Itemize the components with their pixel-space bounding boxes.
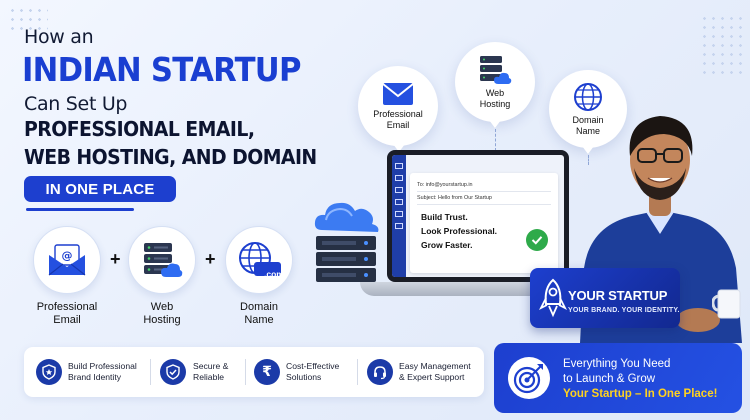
email-compose-card: To: info@yourstartup.in Subject: Hello f… [410, 173, 558, 273]
connector-domain [588, 155, 589, 165]
check-circle-icon [526, 229, 548, 251]
bubble-hosting: Web Hosting [455, 42, 535, 122]
cta-line2: to Launch & Grow [563, 373, 656, 385]
globe-icon [574, 82, 602, 111]
email-divider-2 [417, 204, 551, 205]
email-envelope-icon: @ [48, 244, 86, 276]
feature-support-icon-wrap [367, 359, 393, 385]
cta-line1: Everything You Need [563, 358, 671, 370]
badge-subtitle: YOUR BRAND. YOUR IDENTITY. [568, 307, 680, 314]
pill-underline [26, 208, 134, 211]
headline-line5: WEB HOSTING, AND DOMAIN [24, 145, 317, 169]
headline-line2: INDIAN STARTUP [22, 50, 301, 89]
dot-pattern-top-right [700, 14, 744, 74]
globe-domain-icon [239, 242, 281, 276]
connector-hosting [495, 129, 496, 151]
service-email-circle: @ [33, 226, 101, 294]
rupee-icon: ₹ [262, 364, 272, 380]
sidebar-trash-icon[interactable] [395, 211, 403, 217]
service-hosting-label: Web Hosting [143, 301, 181, 326]
svg-text:@: @ [62, 249, 73, 262]
coffee-mug [711, 286, 742, 320]
shield-check-icon [166, 364, 180, 380]
bubble-hosting-label: Web Hosting [479, 87, 511, 109]
headline-line4: PROFESSIONAL EMAIL, [24, 117, 255, 141]
feature-separator-1 [150, 359, 151, 385]
headline-line3: Can Set Up [24, 93, 128, 115]
email-divider [417, 191, 551, 192]
mug-icon [711, 289, 741, 319]
sidebar-inbox-icon[interactable] [395, 163, 403, 169]
dot-pattern-top-left [8, 6, 48, 34]
headline-line1: How an [24, 26, 94, 48]
email-line1: Build Trust. [421, 212, 468, 222]
bubble-domain: Domain Name [549, 70, 627, 148]
cta-box: Everything You Need to Launch & Grow You… [494, 343, 742, 413]
target-arrow-icon [513, 364, 543, 394]
service-domain-circle: .com [225, 226, 293, 294]
bubble-domain-label: Domain Name [572, 114, 604, 136]
feature-secure-icon-wrap [160, 359, 186, 385]
feature-secure-text: Secure & Reliable [193, 361, 229, 382]
feature-support-text: Easy Management & Expert Support [399, 361, 471, 382]
server-cloud-icon [480, 55, 512, 84]
bubble-email-tail [393, 144, 405, 152]
service-email-label: Professional Email [36, 301, 98, 326]
server-stack-illustration [312, 190, 384, 290]
cta-target-circle [508, 357, 550, 399]
sidebar-star-icon[interactable] [395, 199, 403, 205]
service-hosting-circle [128, 226, 196, 294]
headset-icon [374, 366, 386, 380]
domain-com-label: .com [264, 269, 284, 279]
feature-cost-text: Cost-Effective Solutions [286, 361, 340, 382]
email-line2: Look Professional. [421, 226, 498, 236]
bubble-domain-tail [582, 146, 594, 154]
sidebar-send-icon[interactable] [395, 187, 403, 193]
feature-brand-text: Build Professional Brand Identity [68, 361, 137, 382]
rocket-icon [538, 278, 568, 318]
sidebar-icons [395, 163, 403, 229]
plus-sign-1: + [110, 249, 121, 269]
envelope-icon [382, 82, 414, 105]
badge-title: YOUR STARTUP [568, 288, 668, 303]
feature-separator-3 [357, 359, 358, 385]
plus-sign-2: + [205, 249, 216, 269]
sidebar-settings-icon[interactable] [395, 223, 403, 229]
email-line3: Grow Faster. [421, 240, 473, 250]
server-stack-cloud-icon [314, 202, 379, 282]
bubble-hosting-tail [489, 120, 501, 128]
bubble-email-label: Professional Email [373, 108, 423, 130]
sidebar-mail-icon[interactable] [395, 175, 403, 181]
cta-line3: Your Startup – In One Place! [563, 388, 718, 400]
email-subject: Subject: Hello from Our Startup [417, 195, 492, 201]
your-startup-badge: YOUR STARTUP YOUR BRAND. YOUR IDENTITY. [530, 268, 680, 328]
in-one-place-pill: IN ONE PLACE [24, 176, 176, 202]
bubble-email: Professional Email [358, 66, 438, 146]
feature-cost-icon-wrap: ₹ [254, 359, 280, 385]
service-domain-label: Domain Name [240, 301, 278, 326]
email-to: To: info@yourstartup.in [417, 182, 473, 188]
feature-separator-2 [245, 359, 246, 385]
feature-brand-icon-wrap [36, 359, 62, 385]
server-cloud-icon [144, 243, 183, 277]
shield-star-icon [42, 364, 56, 380]
